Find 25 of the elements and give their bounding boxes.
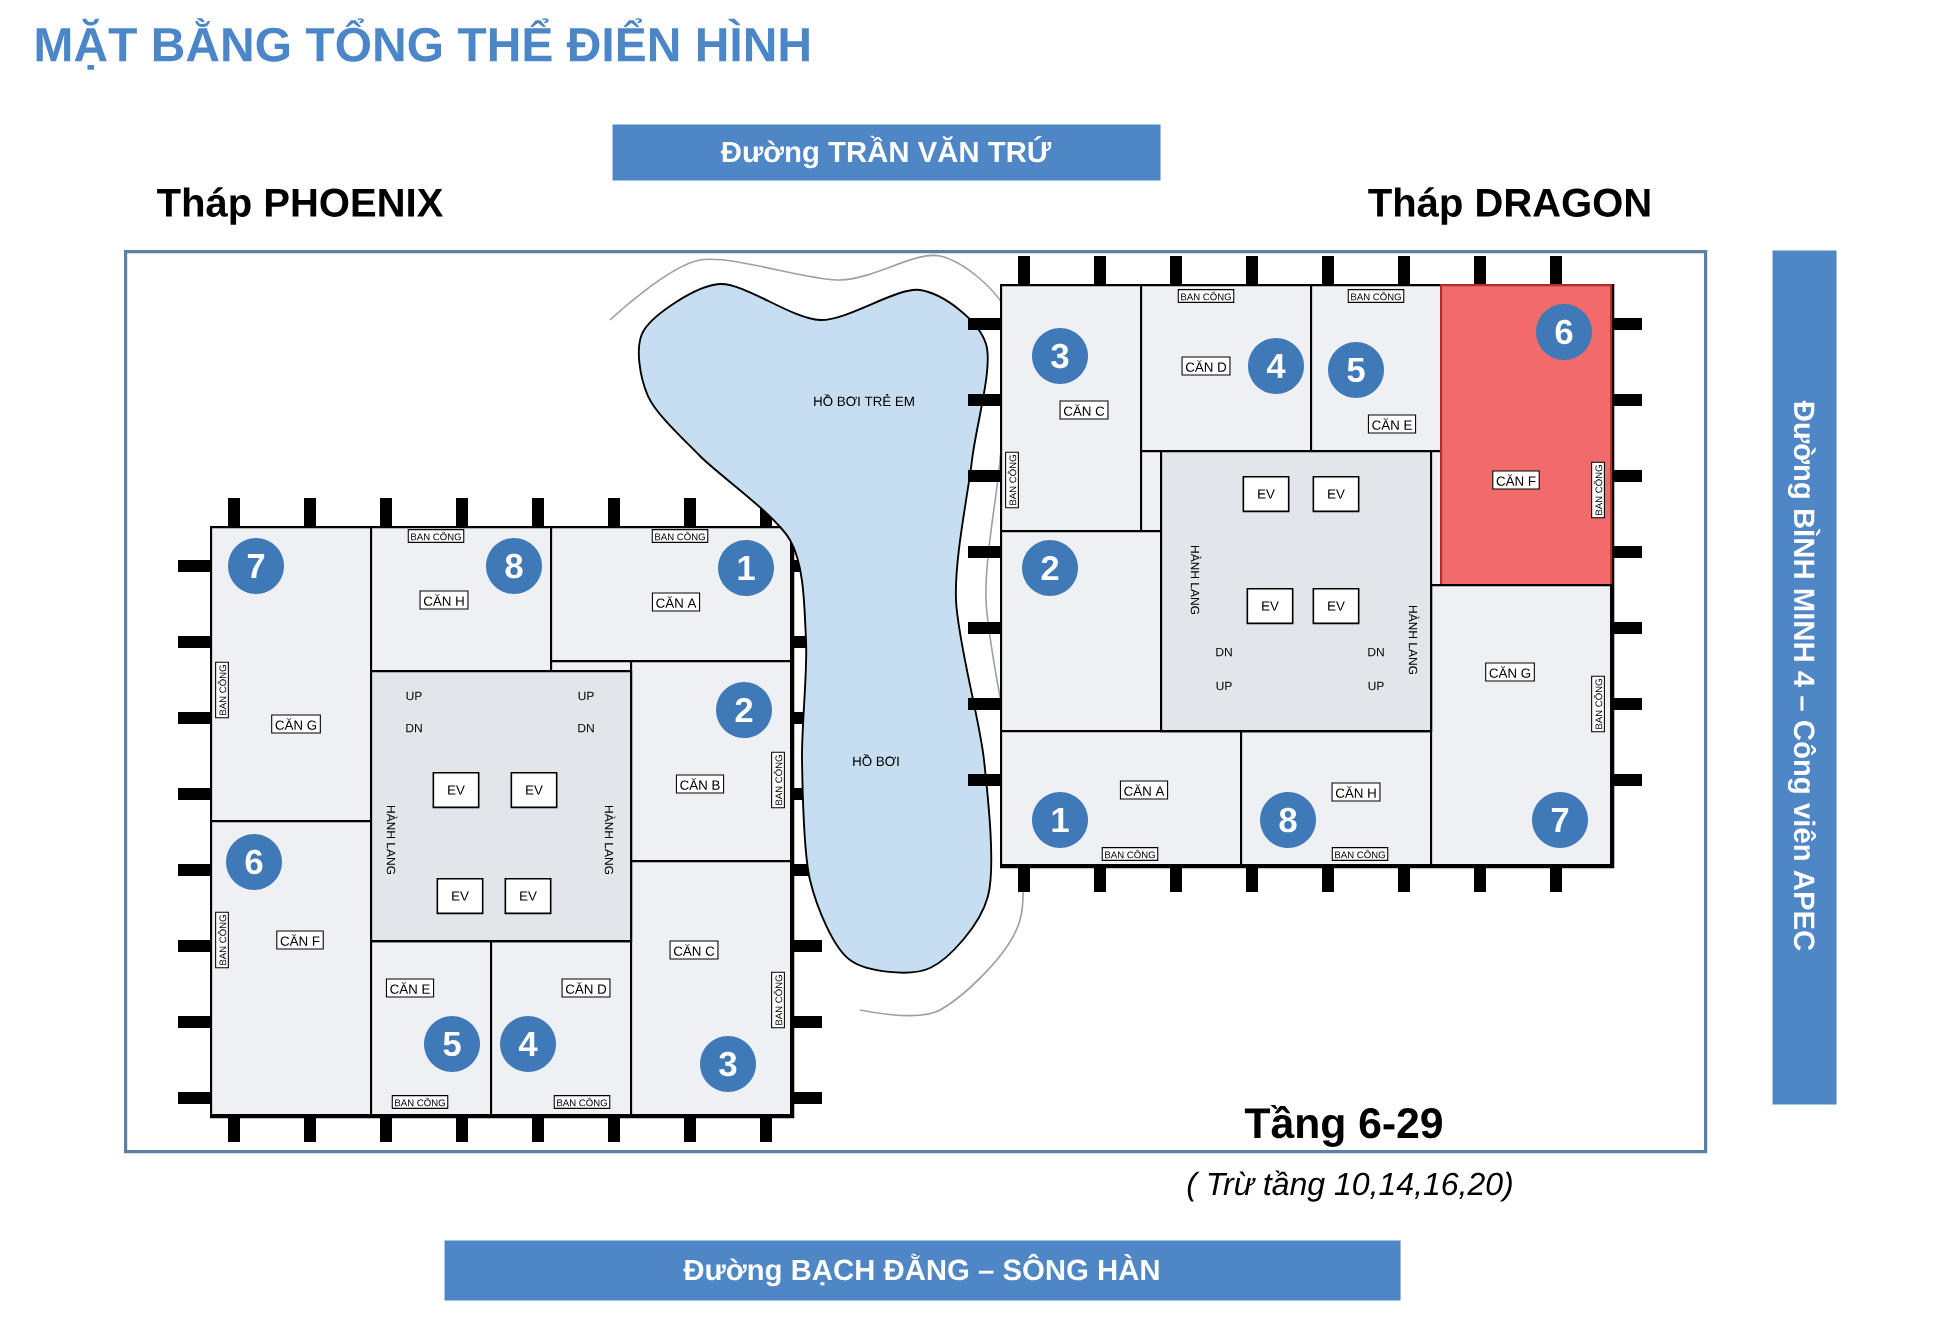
page-title: MẶT BẰNG TỔNG THỂ ĐIỂN HÌNH — [36, 18, 809, 70]
unit-number: 4 — [1248, 338, 1304, 394]
site-boundary — [124, 250, 1708, 1154]
unit-number: 1 — [1032, 792, 1088, 848]
floor-exception-note: ( Trừ tầng 10,14,16,20) — [1187, 1170, 1512, 1202]
unit-number: 6 — [226, 834, 282, 890]
unit-number: 8 — [486, 538, 542, 594]
tower-heading: Tháp DRAGON — [1368, 187, 1650, 225]
unit-number: 6 — [1536, 304, 1592, 360]
unit-number: 3 — [1032, 328, 1088, 384]
unit-number: 7 — [1532, 792, 1588, 848]
floor-range-label: Tầng 6-29 — [1244, 1105, 1442, 1147]
street-band: Đường BÌNH MINH 4 – Công viên APEC — [1772, 250, 1837, 1105]
unit-number: 4 — [500, 1016, 556, 1072]
tower-heading: Tháp PHOENIX — [157, 187, 443, 225]
unit-number: 5 — [1328, 342, 1384, 398]
unit-number: 2 — [716, 682, 772, 738]
unit-number: 3 — [700, 1036, 756, 1092]
unit-number: 7 — [228, 538, 284, 594]
street-band: Đường TRẦN VĂN TRỨ — [612, 124, 1161, 181]
unit-number: 8 — [1260, 792, 1316, 848]
unit-number: 1 — [718, 540, 774, 596]
unit-number: 5 — [424, 1016, 480, 1072]
street-band: Đường BẠCH ĐẰNG – SÔNG HÀN — [444, 1240, 1401, 1301]
unit-number: 2 — [1022, 540, 1078, 596]
